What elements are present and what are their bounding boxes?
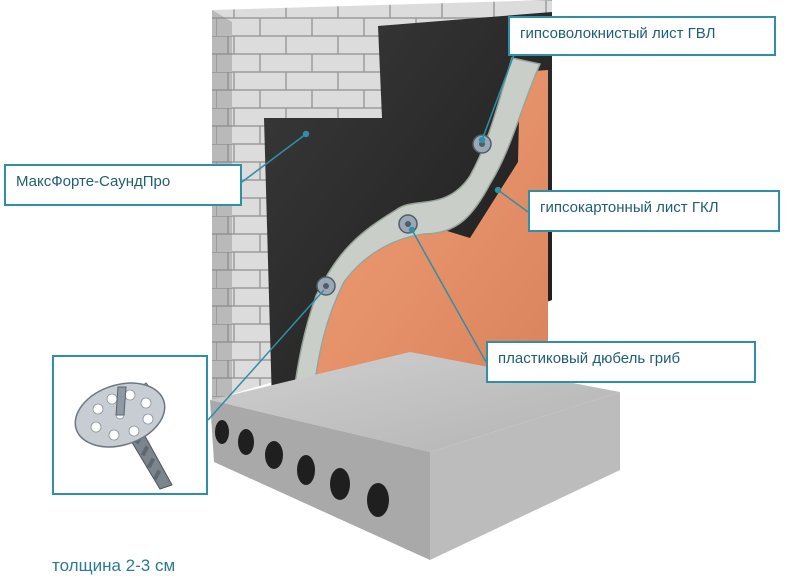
label-maksforte: МаксФорте-СаундПро [4, 164, 242, 206]
label-dowel: пластиковый дюбель гриб [486, 341, 756, 383]
mushroom-dowel-icon [54, 357, 206, 493]
dowel-inset [52, 355, 208, 495]
label-gkl: гипсокартонный лист ГКЛ [528, 190, 780, 232]
thickness-note: толщина 2-3 см [52, 556, 175, 576]
label-gvl: гипсоволокнистый лист ГВЛ [508, 16, 776, 56]
